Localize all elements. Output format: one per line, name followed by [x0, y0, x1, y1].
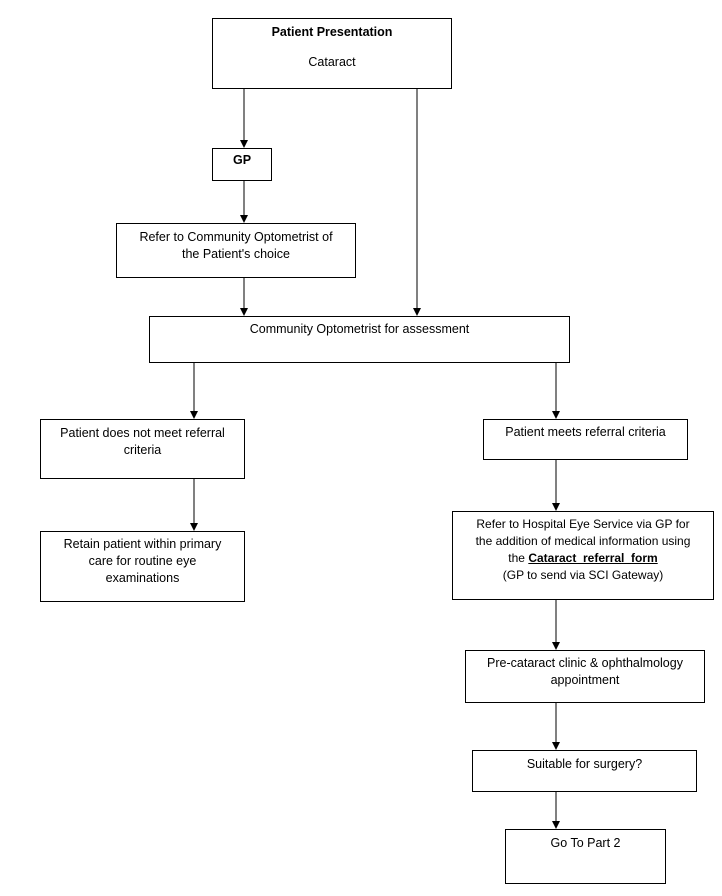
assessment-label: Community Optometrist for assessment: [249, 322, 470, 336]
gp-label: GP: [232, 153, 252, 167]
refer-hospital-line2: the addition of medical information usin…: [475, 534, 691, 548]
node-refer-hospital: Refer to Hospital Eye Service via GP for…: [452, 511, 714, 600]
node-patient-presentation: Patient Presentation Cataract: [212, 18, 452, 89]
not-meet-line1: Patient does not meet referral: [60, 426, 225, 440]
refer-hospital-line4: (GP to send via SCI Gateway): [502, 568, 664, 582]
node-refer-optometrist: Refer to Community Optometrist of the Pa…: [116, 223, 356, 278]
node-meets-criteria: Patient meets referral criteria: [483, 419, 688, 460]
refer-hospital-line3: the Cataract referral form: [453, 550, 713, 567]
part2-label: Go To Part 2: [550, 836, 621, 850]
node-pre-cataract-clinic: Pre-cataract clinic & ophthalmology appo…: [465, 650, 705, 703]
node-suitable-for-surgery: Suitable for surgery?: [472, 750, 697, 792]
retain-line1: Retain patient within primary: [63, 537, 222, 551]
refer-optometrist-line1: Refer to Community Optometrist of: [139, 230, 333, 244]
node-go-to-part-2: Go To Part 2: [505, 829, 666, 884]
node-retain-patient: Retain patient within primary care for r…: [40, 531, 245, 602]
suitable-label: Suitable for surgery?: [526, 757, 643, 771]
node-not-meet-criteria: Patient does not meet referral criteria: [40, 419, 245, 479]
cataract-referral-form-link[interactable]: Cataract referral form: [528, 551, 658, 565]
refer-optometrist-line2: the Patient's choice: [181, 247, 290, 261]
meets-label: Patient meets referral criteria: [505, 425, 666, 439]
refer-hospital-line3-prefix: the: [508, 551, 529, 565]
refer-hospital-line1: Refer to Hospital Eye Service via GP for: [476, 517, 690, 531]
patient-presentation-subtitle: Cataract: [308, 55, 356, 69]
pre-cataract-line1: Pre-cataract clinic & ophthalmology: [487, 656, 683, 670]
retain-line3: examinations: [105, 571, 180, 585]
pre-cataract-line2: appointment: [550, 673, 620, 687]
node-gp: GP: [212, 148, 272, 181]
node-optometrist-assessment: Community Optometrist for assessment: [149, 316, 570, 363]
patient-presentation-title: Patient Presentation: [271, 25, 393, 39]
not-meet-line2: criteria: [123, 443, 162, 457]
retain-line2: care for routine eye: [88, 554, 197, 568]
